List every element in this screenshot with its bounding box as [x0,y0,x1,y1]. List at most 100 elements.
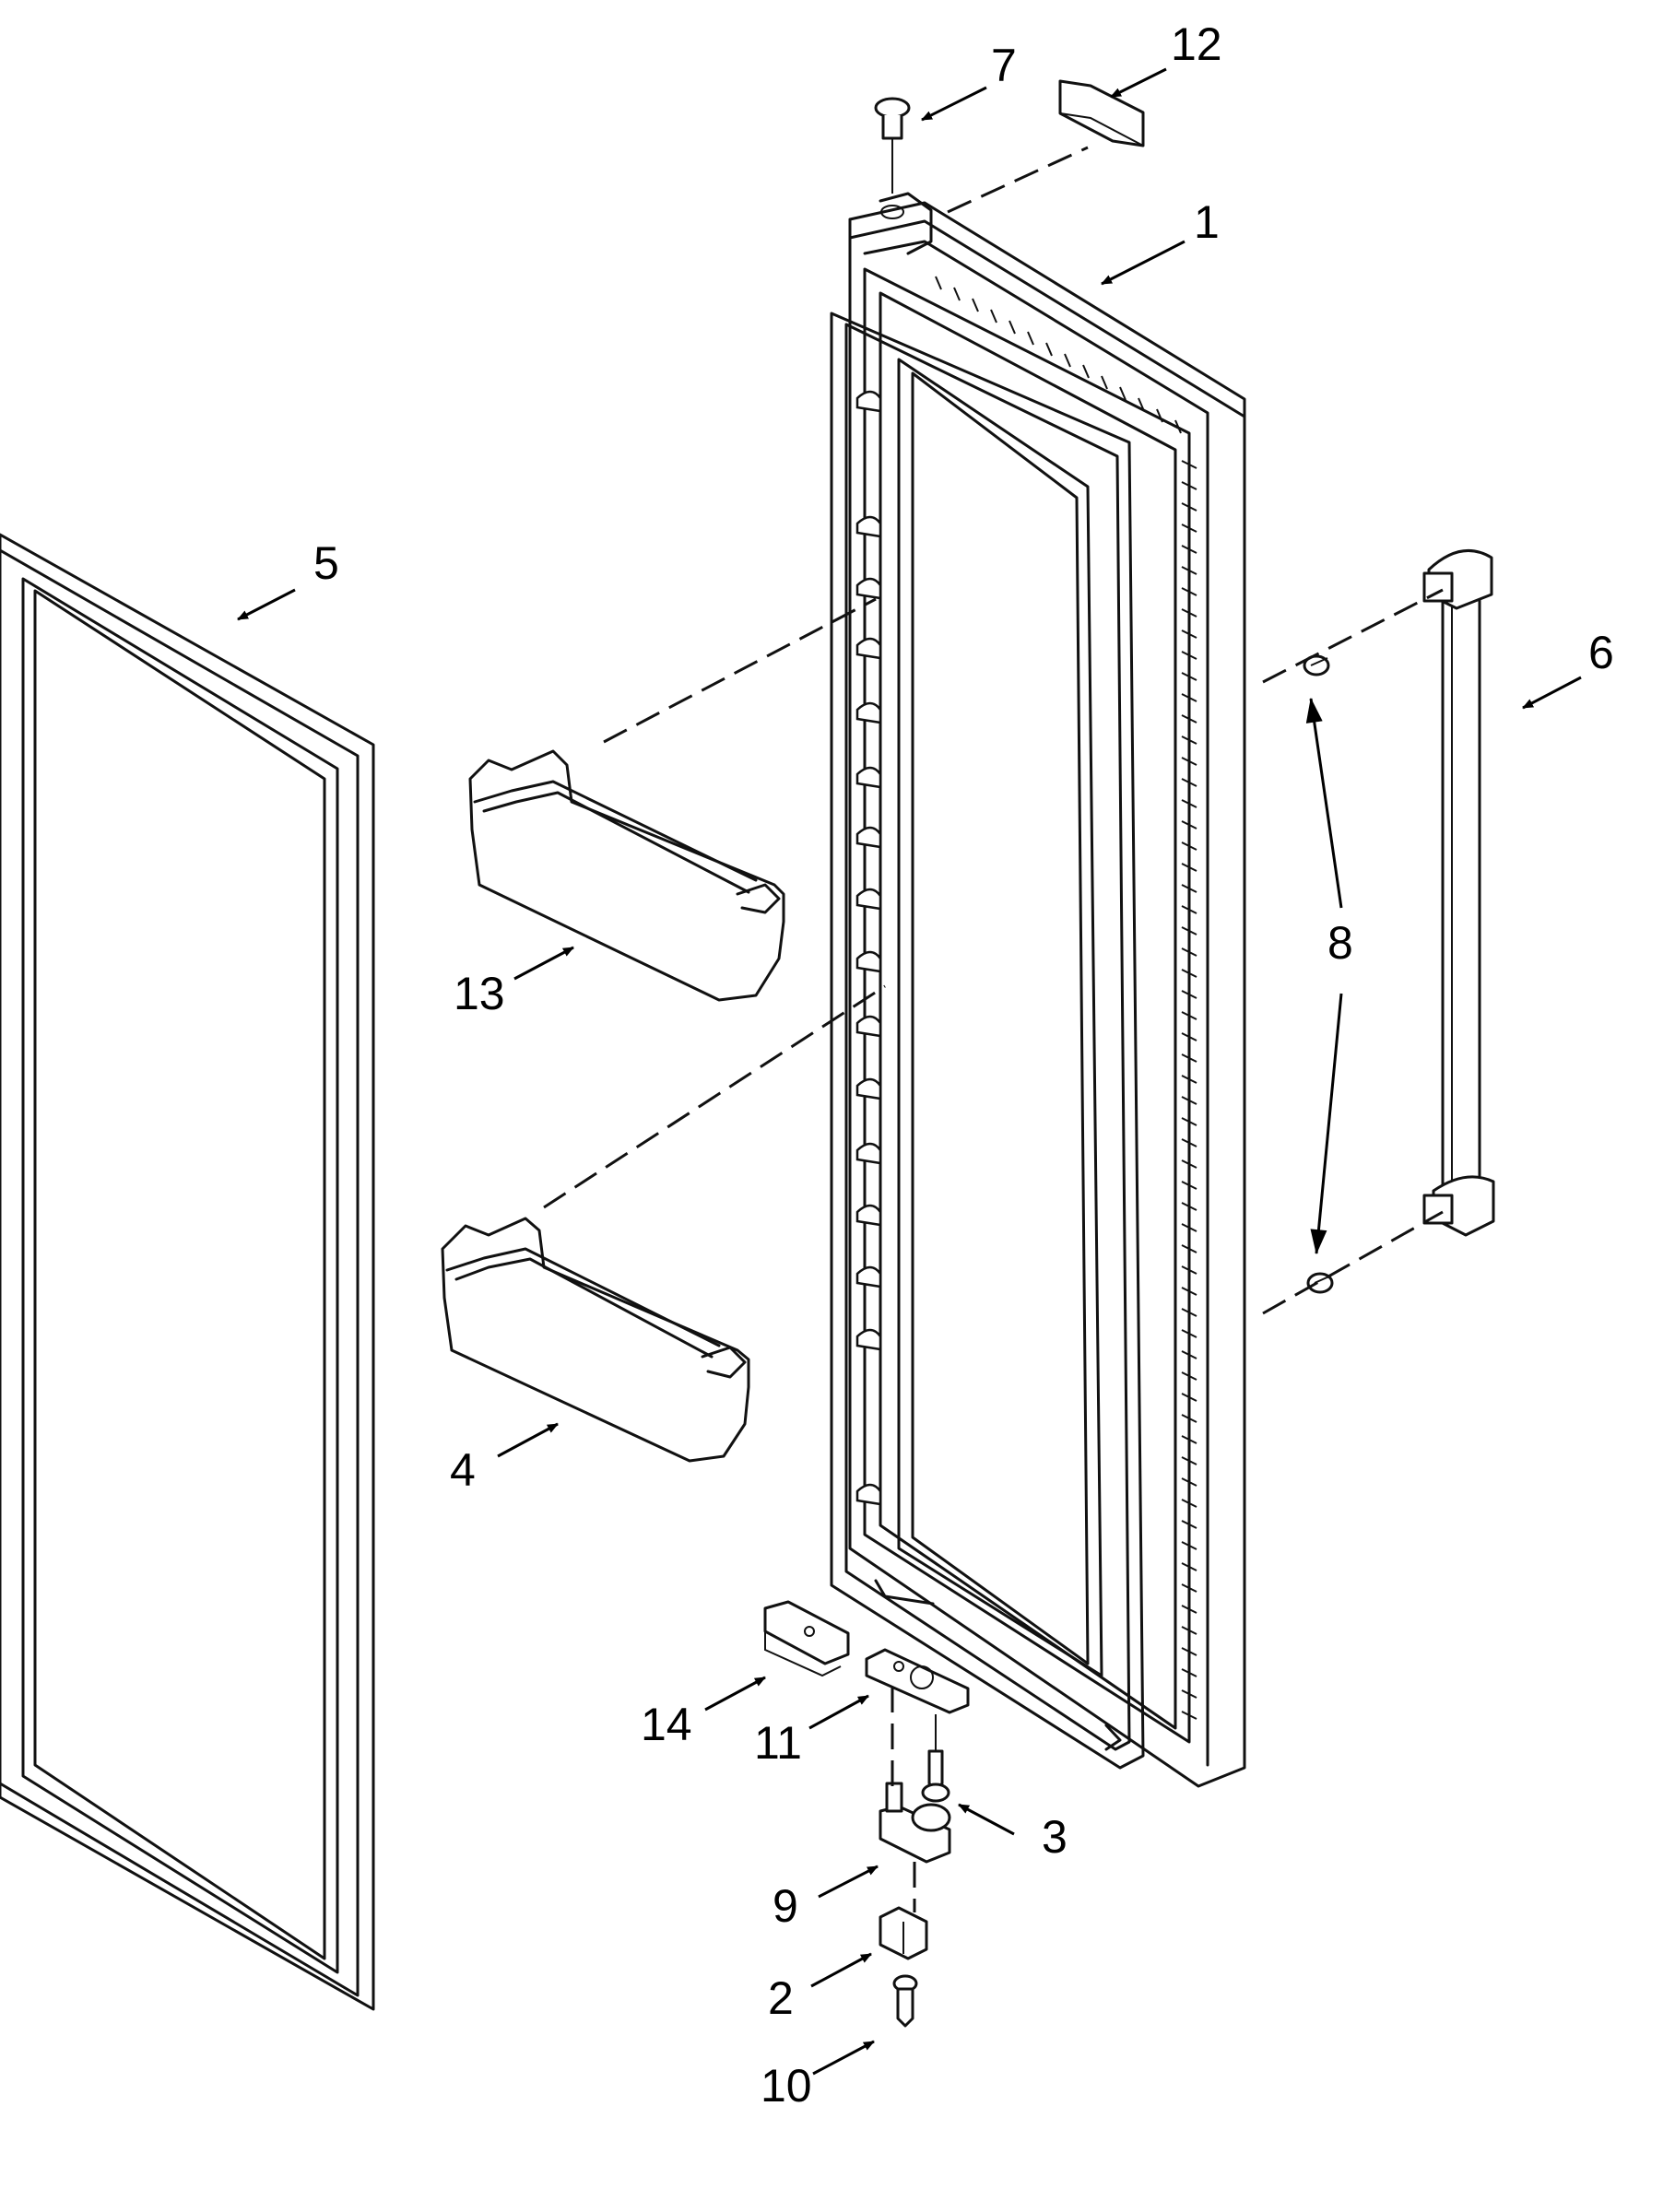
ridge-tick [1181,1223,1197,1232]
ridge-tick [1181,969,1197,978]
handle-screw-top [1303,654,1330,677]
ridge-tick [1181,1350,1197,1359]
door-handle [1422,549,1495,1237]
bin-support-tab [855,1204,882,1227]
hinge-screw [921,1714,950,1803]
ridge-tick [1181,1075,1197,1084]
leader-12 [1110,67,1167,99]
ridge-tick [1181,693,1197,702]
assembly-lines [543,146,1444,1912]
upper-door-bin [468,749,785,1002]
bin-support-tab [855,1265,882,1288]
leader-13 [513,946,574,981]
ridge-tick [1181,1393,1197,1402]
ridge-tick [1181,757,1197,766]
door-gasket [0,533,375,2011]
ridge-tick [1181,1329,1197,1338]
leader-6 [1522,676,1582,710]
callout-13: 13 [454,968,505,1019]
leader-14 [704,1676,766,1712]
hinge-block [879,1906,928,1960]
ridge-tick [1181,1159,1197,1169]
callout-5: 5 [313,537,339,589]
leader-2 [810,1952,872,1988]
ridge-tick [1181,1011,1197,1020]
callout-7: 7 [991,40,1017,91]
ridge-tick [1181,1032,1197,1041]
ridge-tick [1181,672,1197,681]
lower-door-bin [441,1217,750,1463]
ridge-tick [1009,320,1016,335]
ridge-tick [1064,353,1071,368]
callout-4: 4 [450,1444,476,1496]
handle-screw-bottom [1306,1272,1334,1294]
callout-labels: 7 12 1 5 6 8 13 4 14 11 3 9 2 10 [313,18,1614,2112]
leader-5 [237,588,296,621]
bin-support-tab [855,950,882,973]
ridge-tick [1181,1477,1197,1487]
ridge-tick [1181,1053,1197,1063]
ridge-tick [1181,884,1197,893]
ridge-tick [935,276,942,290]
bin-support-tab [855,1328,882,1351]
hinge-cover [763,1600,850,1677]
callout-14: 14 [641,1699,692,1750]
ridge-tick [1181,608,1197,618]
callout-10: 10 [761,2060,812,2112]
ridge-tick [1181,714,1197,724]
leader-10 [812,2040,875,2076]
ridge-tick [1181,947,1197,957]
leader-8-top [1305,697,1343,909]
ridge-tick [972,298,979,312]
ridge-tick [1045,342,1053,357]
ridge-tick [1181,1499,1197,1508]
ridge-tick [1119,386,1126,401]
ridge-tick [1181,1689,1197,1699]
ridge-tick [1174,419,1182,434]
callout-3: 3 [1042,1811,1068,1863]
leader-3 [958,1803,1015,1836]
ridge-tick [1181,841,1197,851]
ridge-tick [1181,502,1197,512]
bin-support-tab [855,888,882,911]
ridge-tick [1181,1138,1197,1147]
callout-2: 2 [768,1972,794,2024]
ridge-tick [1181,1117,1197,1126]
leader-1 [1101,240,1185,286]
ridge-tick [1181,799,1197,808]
bin-support-tab [855,637,882,660]
bin-support-tab [855,826,882,849]
ridge-tick [1181,1626,1197,1635]
ridge-tick [1181,1371,1197,1381]
callout-1: 1 [1194,196,1220,248]
bin-support-tab [855,1483,882,1506]
hinge-plate [865,1648,970,1714]
bin-support-tab [855,701,882,724]
ridge-tick [1181,735,1197,745]
callout-8: 8 [1327,917,1353,969]
ridge-tick [990,309,997,324]
callout-6: 6 [1588,627,1614,678]
bin-support-tab [855,577,882,600]
gasket-ridge-ticks [935,276,1197,1720]
ridge-tick [1181,545,1197,554]
leader-4 [497,1422,559,1458]
bin-support-tab [855,515,882,538]
ridge-tick [1181,1562,1197,1571]
ridge-tick [1027,331,1034,346]
door-liner [830,192,1246,1788]
bottom-screw [892,1974,918,2028]
bin-support-tab [855,390,882,413]
ridge-tick [953,287,961,301]
ridge-tick [1181,863,1197,872]
bin-support-tab [855,766,882,789]
callout-9: 9 [773,1880,798,1932]
ridge-tick [1181,587,1197,596]
leader-9 [818,1865,879,1899]
ridge-tick [1181,524,1197,533]
callout-12: 12 [1171,18,1222,70]
ridge-tick [1181,1456,1197,1465]
callout-11: 11 [754,1717,802,1769]
label-plate [1058,79,1145,147]
ridge-tick [1181,905,1197,914]
